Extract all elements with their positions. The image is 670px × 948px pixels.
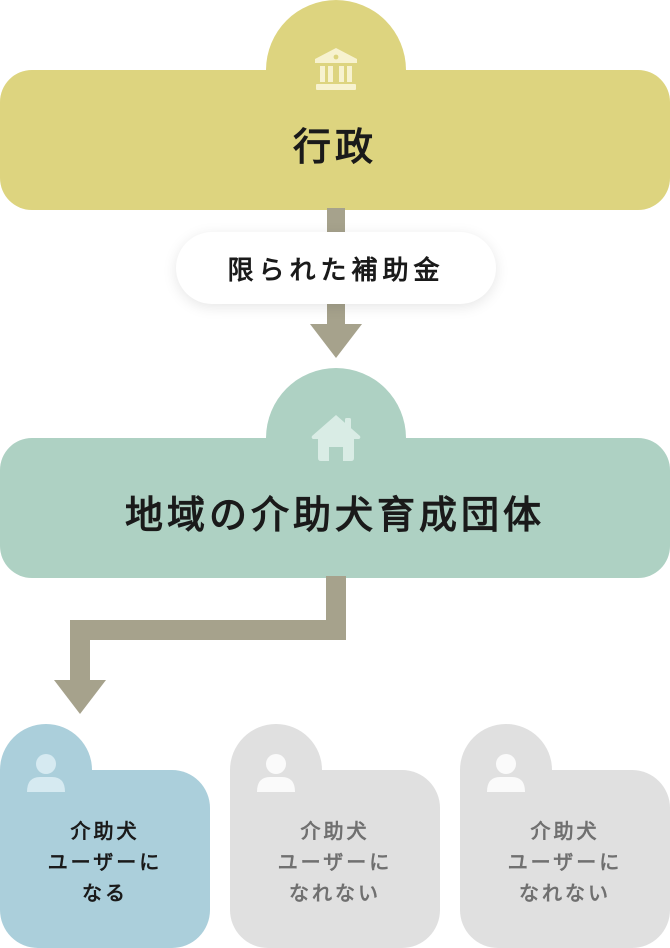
- outcome-line: 介助犬: [300, 819, 370, 843]
- outcome-line: 介助犬: [70, 819, 140, 843]
- funding-label: 限られた補助金: [227, 255, 445, 286]
- outcome-card-body: [0, 770, 210, 948]
- person-icon: [27, 754, 65, 792]
- arrow-down-icon: [310, 324, 362, 358]
- funding-label-pill: 限られた補助金: [176, 232, 496, 304]
- organization-title: 地域の介助犬育成団体: [124, 492, 545, 537]
- outcome-line: ユーザーに: [507, 850, 623, 874]
- person-icon: [257, 754, 295, 792]
- outcome-line: 介助犬: [530, 819, 600, 843]
- connector-line: [70, 620, 346, 640]
- outcome-card-cannot-become-user: 介助犬 ユーザーに なれない: [460, 724, 670, 948]
- outcome-card-cannot-become-user: 介助犬 ユーザーに なれない: [230, 724, 440, 948]
- outcome-line: なれない: [519, 881, 611, 905]
- outcome-line: なれない: [289, 881, 381, 905]
- outcome-line: ユーザーに: [277, 850, 393, 874]
- outcome-line: なる: [82, 881, 128, 905]
- organization-node: 地域の介助犬育成団体: [0, 438, 670, 578]
- person-icon: [487, 754, 525, 792]
- outcome-card-becomes-user: 介助犬 ユーザーに なる: [0, 724, 210, 948]
- connector-line: [70, 620, 90, 682]
- government-title: 行政: [292, 124, 377, 169]
- house-icon: [311, 415, 361, 461]
- outcome-card-body: [230, 770, 440, 948]
- outcome-card-body: [460, 770, 670, 948]
- government-node: 行政: [0, 70, 670, 210]
- outcome-line: ユーザーに: [47, 850, 163, 874]
- arrow-down-icon: [54, 680, 106, 714]
- government-building-icon: [315, 48, 357, 90]
